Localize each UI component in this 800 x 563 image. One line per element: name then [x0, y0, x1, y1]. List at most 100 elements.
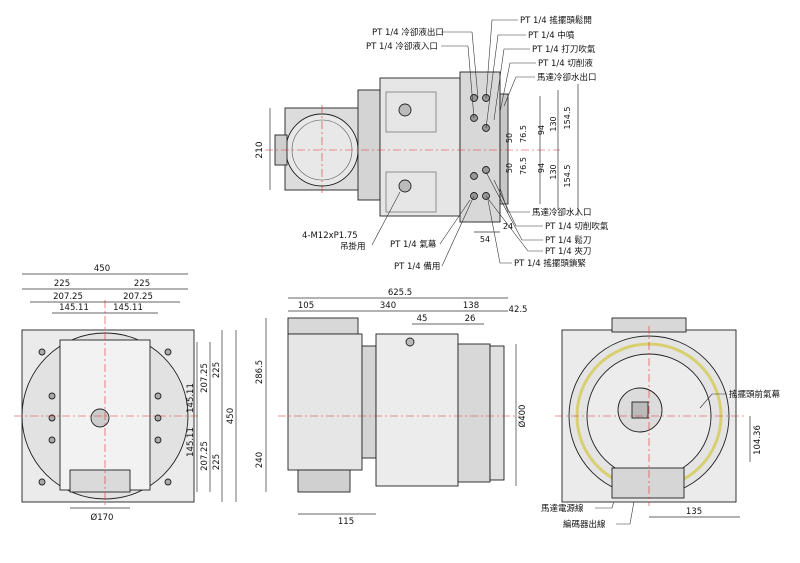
- dim-label: 24: [503, 222, 513, 231]
- dim-label: 207.25: [53, 292, 83, 302]
- dim-label: 104.36: [753, 425, 763, 455]
- port: [470, 94, 478, 102]
- front-spindle-hole: [90, 408, 110, 428]
- front-view: 450 225 225 207.25 207.25 145.11 145.11 …: [14, 264, 237, 523]
- callout-coolant-out: PT 1/4 冷卻液出口: [372, 27, 444, 38]
- dim-label: 154.5: [563, 165, 572, 188]
- callout-swing-head-lock: PT 1/4 搖擺頭鎖緊: [514, 258, 586, 269]
- bolt-hole: [154, 436, 162, 444]
- callout-center-spray: PT 1/4 中噴: [528, 30, 575, 41]
- dim-label: 145.11: [113, 303, 143, 313]
- lifting-hole-bottom: [398, 179, 412, 193]
- callout-cutting-fluid: PT 1/4 切削液: [538, 58, 593, 69]
- callout-lifting-thread: 4-M12xP1.75: [302, 231, 358, 241]
- dim-label: 115: [338, 517, 354, 527]
- dim-label: Ø400: [517, 405, 528, 428]
- leader: [485, 19, 518, 99]
- main-body: [379, 77, 461, 217]
- bolt-hole: [48, 392, 56, 400]
- leader: [467, 45, 475, 119]
- lower-panel: [385, 171, 437, 213]
- side-head: [457, 343, 491, 483]
- lifting-hole-top: [398, 103, 412, 117]
- dim-label: 50: [505, 133, 514, 143]
- rear-square-port: [631, 401, 649, 419]
- dim-label: 145.11: [186, 427, 196, 457]
- bolt-hole: [154, 414, 162, 422]
- dim-label: 130: [549, 164, 558, 179]
- top-view: 210 50 50 76.5 76.5 94 94 130 130 154.5 …: [255, 15, 609, 272]
- front-bolt-holes: [38, 348, 172, 486]
- side-port: [405, 337, 415, 347]
- leader: [493, 48, 530, 121]
- dim-label: 225: [212, 454, 222, 470]
- dim-label: 50: [505, 163, 514, 173]
- dim-label: 145.11: [186, 383, 196, 413]
- dim-label: 450: [226, 408, 236, 424]
- leader: [371, 191, 401, 246]
- side-main-body: [375, 333, 459, 487]
- callout-swing-head-front-air: 搖擺頭前氣幕: [729, 389, 781, 400]
- leader: [493, 179, 543, 227]
- callout-motor-power: 馬達電源線: [541, 503, 584, 514]
- dim-label: 130: [549, 116, 558, 131]
- side-motor-body: [287, 333, 363, 471]
- dim-label: 240: [255, 452, 265, 468]
- front-bottom-cap: [69, 469, 131, 493]
- dim-label: 207.25: [200, 363, 210, 393]
- rear-bottom-block: [611, 467, 685, 499]
- bolt-hole: [154, 392, 162, 400]
- leader: [499, 62, 536, 113]
- dim-label: Ø170: [91, 512, 114, 523]
- callout-lifting-use: 吊掛用: [340, 241, 366, 252]
- dim-label: 340: [380, 301, 396, 311]
- leader: [499, 187, 530, 213]
- dim-label: 26: [465, 314, 476, 324]
- side-view: 625.5 105 340 138 42.5 45 26 286.5 240 Ø…: [255, 288, 637, 530]
- callout-motor-water-out: 馬達冷卻水出口: [537, 72, 597, 83]
- dim-label: 94: [537, 125, 546, 135]
- bolt-hole: [164, 478, 172, 486]
- port: [482, 166, 490, 174]
- side-bottom-cap: [297, 469, 351, 493]
- dim-label: 45: [417, 314, 428, 324]
- rear-view: 搖擺頭前氣幕 104.36 135: [555, 317, 781, 518]
- head-plate: [499, 93, 509, 205]
- callout-coolant-in: PT 1/4 冷卻液入口: [366, 41, 438, 52]
- dim-label: 225: [134, 279, 150, 289]
- dim-label: 207.25: [123, 292, 153, 302]
- leader: [485, 34, 526, 129]
- dim-label: 625.5: [388, 288, 412, 298]
- dim-label: 138: [463, 301, 479, 311]
- dim-label: 76.5: [519, 157, 528, 175]
- dim-label: 207.25: [200, 441, 210, 471]
- dim-label: 154.5: [563, 107, 572, 130]
- callout-spare: PT 1/4 備用: [394, 261, 440, 272]
- bolt-hole: [164, 348, 172, 356]
- leader: [699, 393, 727, 409]
- leader: [485, 195, 543, 252]
- callout-encoder: 編碼器出線: [563, 519, 606, 530]
- dim-label: 135: [686, 507, 702, 517]
- leader: [441, 195, 475, 267]
- leader: [439, 199, 471, 245]
- dim-label: 42.5: [509, 305, 528, 315]
- callout-unclamp: PT 1/4 鬆刀: [545, 235, 591, 246]
- callout-tool-blow: PT 1/4 打刀吹氣: [532, 44, 596, 55]
- bolt-hole: [38, 348, 46, 356]
- dim-label: 105: [298, 301, 314, 311]
- callout-clamp: PT 1/4 夾刀: [545, 247, 591, 257]
- flange-block: [357, 89, 381, 201]
- dim-label: 54: [480, 235, 490, 244]
- callout-cut-blow: PT 1/4 切削吹氣: [545, 221, 609, 232]
- dim-label: 450: [94, 264, 110, 274]
- bolt-hole: [48, 436, 56, 444]
- leader: [487, 199, 512, 264]
- side-head-plate: [489, 345, 505, 481]
- dim-label: 286.5: [255, 360, 265, 384]
- side-top-cap: [287, 317, 359, 335]
- leader: [503, 76, 535, 107]
- callout-motor-water-in: 馬達冷卻水入口: [532, 207, 592, 218]
